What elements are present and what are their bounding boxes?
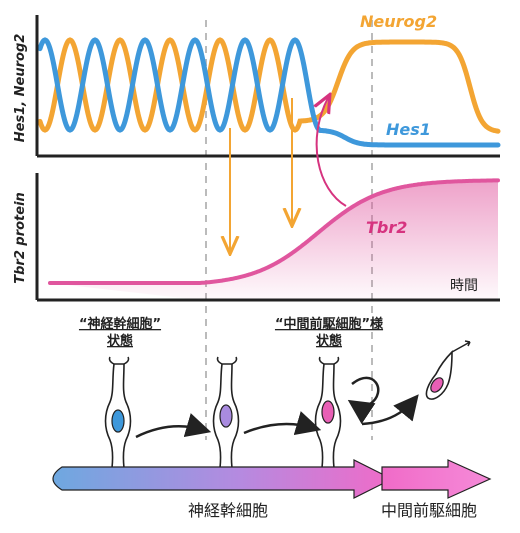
bottom-panel: Tbr2 protein Tbr2 時間: [13, 173, 500, 302]
tbr2-label: Tbr2: [366, 218, 407, 237]
time-axis-label: 時間: [450, 278, 478, 294]
nucleus-pink-migrating: [430, 377, 444, 393]
nucleus-blue: [111, 409, 125, 433]
top-y-axis-label: Hes1, Neurog2: [13, 34, 28, 143]
progress-arrow-neural-stem: [52, 459, 394, 499]
cell-neural-stem-1: [104, 356, 132, 469]
bottom-y-axis-label: Tbr2 protein: [13, 192, 28, 284]
state-intermediate-line2: 状態: [316, 333, 342, 349]
tbr2-feedback-arrow: [317, 98, 347, 207]
arrow-label-neural-stem: 神経幹細胞: [188, 501, 268, 520]
transition-arrow-2: [243, 411, 322, 436]
state-intermediate-line1: “中間前駆細胞”様: [275, 316, 384, 332]
tbr2-curve: [48, 178, 500, 285]
transition-arrow-3: [361, 394, 419, 426]
neurog2-curve: [37, 37, 501, 134]
neurog2-label: Neurog2: [360, 12, 437, 31]
hes1-label: Hes1: [386, 120, 431, 139]
state-neural-stem-line1: “神経幹細胞”: [79, 316, 161, 332]
progress-arrow-intermediate: [381, 459, 492, 499]
state-neural-stem-line2: 状態: [107, 333, 133, 349]
nucleus-pink: [321, 400, 335, 424]
top-panel: Hes1, Neurog2 Neurog2 Hes1: [13, 12, 501, 158]
state-label-neural-stem: “神経幹細胞” 状態: [79, 316, 161, 349]
transition-arrow-1: [135, 413, 212, 439]
cell-intermediate-progenitor: [425, 340, 471, 400]
arrow-label-intermediate: 中間前駆細胞: [381, 501, 477, 520]
hes1-curve: [37, 37, 501, 148]
state-label-intermediate: “中間前駆細胞”様 状態: [275, 316, 384, 349]
cell-neural-stem-2: [212, 356, 240, 469]
self-renew-arrow: [347, 376, 380, 425]
cell-intermediate-like: [314, 356, 342, 469]
nucleus-purple: [219, 404, 233, 428]
tbr2-fill: [50, 180, 498, 300]
